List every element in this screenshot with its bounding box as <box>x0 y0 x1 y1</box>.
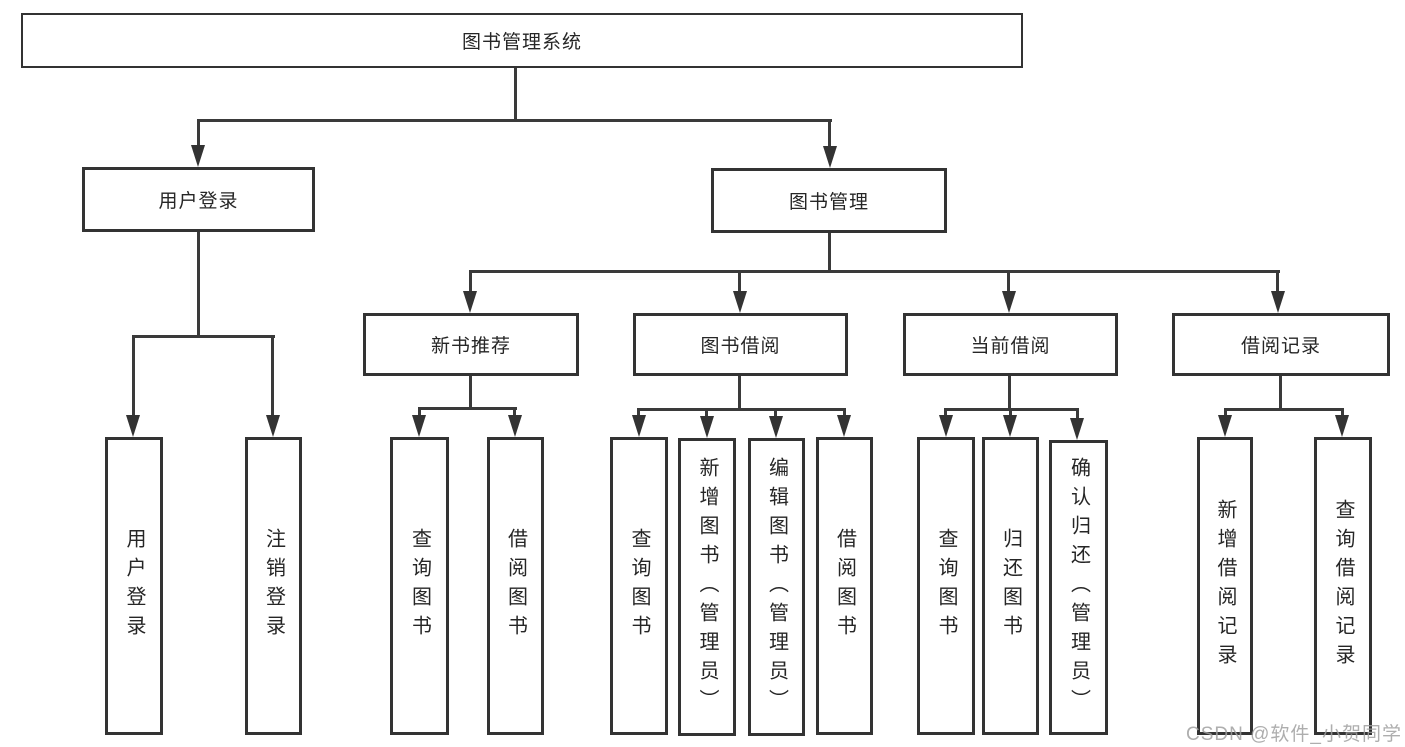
connector-line <box>1009 408 1012 419</box>
node-book-management: 图书管理 <box>711 168 947 233</box>
csdn-watermark: CSDN @软件_小贺同学 <box>1186 724 1402 745</box>
arrow-down-icon <box>769 416 783 438</box>
arrow-down-icon <box>266 415 280 437</box>
leaf-edit-books-admin: 编辑图书（管理员） <box>748 438 805 736</box>
arrow-down-icon <box>632 415 646 437</box>
connector-line <box>738 375 741 411</box>
connector-line <box>1007 270 1010 296</box>
arrow-down-icon <box>939 415 953 437</box>
node-label: 查询图书 <box>628 528 650 644</box>
node-label: 新增借阅记录 <box>1214 499 1236 673</box>
connector-line <box>197 119 832 122</box>
connector-line <box>1279 375 1282 411</box>
node-label: 编辑图书（管理员） <box>765 456 788 718</box>
arrow-down-icon <box>508 415 522 437</box>
connector-line <box>513 407 516 419</box>
node-label: 图书管理系统 <box>461 32 582 53</box>
node-user-login: 用户登录 <box>82 167 315 232</box>
connector-line <box>1341 408 1344 419</box>
connector-line <box>1276 270 1279 296</box>
arrow-down-icon <box>823 146 837 168</box>
connector-line <box>1224 408 1227 419</box>
connector-line <box>637 408 640 419</box>
node-label: 查询图书 <box>408 528 431 644</box>
leaf-query-books-recommend: 查询图书 <box>390 437 449 735</box>
node-label: 用户登录 <box>123 528 145 644</box>
leaf-add-books-admin: 新增图书（管理员） <box>678 438 736 736</box>
arrow-down-icon <box>1335 415 1349 437</box>
connector-line <box>418 407 517 410</box>
connector-line <box>514 67 517 121</box>
connector-line <box>469 270 1280 273</box>
node-label: 确认归还（管理员） <box>1067 457 1090 718</box>
arrow-down-icon <box>412 415 426 437</box>
arrow-down-icon <box>126 415 140 437</box>
node-label: 借阅图书 <box>504 528 527 644</box>
connector-line <box>843 408 846 419</box>
connector-line <box>469 270 472 296</box>
arrow-down-icon <box>733 291 747 313</box>
node-label: 新增图书（管理员） <box>696 456 718 718</box>
arrow-down-icon <box>1070 418 1084 440</box>
node-label: 查询图书 <box>935 528 957 644</box>
arrow-down-icon <box>700 416 714 438</box>
connector-line <box>944 408 947 419</box>
leaf-borrow-books: 借阅图书 <box>816 437 873 735</box>
arrow-down-icon <box>1271 291 1285 313</box>
node-label: 注销登录 <box>262 528 285 644</box>
node-label: 查询借阅记录 <box>1332 499 1354 673</box>
connector-line <box>774 408 777 419</box>
connector-line <box>1224 408 1344 411</box>
leaf-add-borrow-record: 新增借阅记录 <box>1197 437 1253 735</box>
connector-line <box>132 335 135 419</box>
node-label: 用户登录 <box>158 191 239 212</box>
connector-line <box>828 233 831 273</box>
arrow-down-icon <box>1002 291 1016 313</box>
connector-line <box>637 408 846 411</box>
connector-line <box>1076 408 1079 422</box>
arrow-down-icon <box>837 415 851 437</box>
connector-line <box>1008 375 1011 411</box>
connector-line <box>469 375 472 410</box>
node-label: 图书借阅 <box>700 336 781 357</box>
arrow-down-icon <box>191 145 205 167</box>
connector-line <box>197 231 200 338</box>
node-label: 新书推荐 <box>430 336 511 357</box>
node-new-book-recommend: 新书推荐 <box>363 313 579 376</box>
node-label: 当前借阅 <box>970 336 1051 357</box>
arrow-down-icon <box>463 291 477 313</box>
node-book-borrow: 图书借阅 <box>633 313 848 376</box>
leaf-confirm-return-admin: 确认归还（管理员） <box>1049 440 1108 735</box>
node-current-borrow: 当前借阅 <box>903 313 1118 376</box>
leaf-logout: 注销登录 <box>245 437 302 735</box>
leaf-return-books: 归还图书 <box>982 437 1039 735</box>
node-label: 图书管理 <box>788 192 869 213</box>
node-label: 借阅记录 <box>1240 336 1321 357</box>
connector-line <box>705 408 708 419</box>
connector-line <box>418 407 421 419</box>
leaf-user-login: 用户登录 <box>105 437 163 735</box>
node-label: 归还图书 <box>999 528 1022 644</box>
leaf-query-borrow-record: 查询借阅记录 <box>1314 437 1372 735</box>
connector-line <box>828 119 831 151</box>
connector-line <box>271 335 274 419</box>
connector-line <box>738 270 741 296</box>
leaf-borrow-books-recommend: 借阅图书 <box>487 437 544 735</box>
connector-line <box>132 335 275 338</box>
leaf-query-books-borrow: 查询图书 <box>610 437 668 735</box>
connector-line <box>197 119 200 150</box>
arrow-down-icon <box>1218 415 1232 437</box>
node-library-system: 图书管理系统 <box>21 13 1023 68</box>
arrow-down-icon <box>1003 415 1017 437</box>
leaf-query-books-current: 查询图书 <box>917 437 975 735</box>
node-borrow-records: 借阅记录 <box>1172 313 1390 376</box>
node-label: 借阅图书 <box>833 528 856 644</box>
